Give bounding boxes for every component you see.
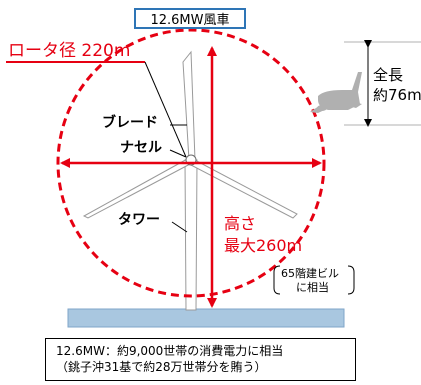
sea-base — [67, 308, 345, 328]
airplane-icon — [310, 72, 362, 113]
tower-label: タワー — [118, 212, 160, 228]
rotor-diameter-label: ロータ径 220m — [8, 41, 131, 61]
nacelle-leader — [169, 149, 187, 158]
rotor-label-leader — [144, 61, 187, 158]
diagram-title-text: 12.6MW風車 — [150, 13, 230, 28]
info-line-2: （銚子沖31基で約28万世帯分を賄う） — [56, 360, 267, 374]
aircraft-label-line2: 約76m — [373, 88, 421, 103]
info-box: 12.6MW：約9,000世帯の消費電力に相当 （銚子沖31基で約28万世帯分を… — [45, 338, 356, 381]
nacelle-label: ナセル — [120, 140, 162, 156]
info-line-1: 12.6MW：約9,000世帯の消費電力に相当 — [56, 344, 284, 358]
blade-top — [182, 50, 196, 161]
height-label-line1: 高さ — [224, 214, 257, 233]
height-label-line2: 最大260m — [224, 236, 303, 255]
building-bracket-left — [273, 265, 281, 295]
rotor-circle — [56, 28, 326, 298]
building-label-line2: に相当 — [296, 281, 329, 294]
blade-label: ブレード — [102, 115, 158, 131]
diagram-title: 12.6MW風車 — [134, 8, 246, 29]
building-label-line1: 65階建ビル — [281, 267, 339, 280]
tower-leader — [171, 221, 188, 233]
building-bracket-right — [347, 265, 355, 295]
tower-shape — [184, 159, 198, 311]
blade-left — [82, 157, 193, 219]
aircraft-label-line1: 全長 — [373, 66, 404, 84]
blade-right — [188, 157, 298, 219]
